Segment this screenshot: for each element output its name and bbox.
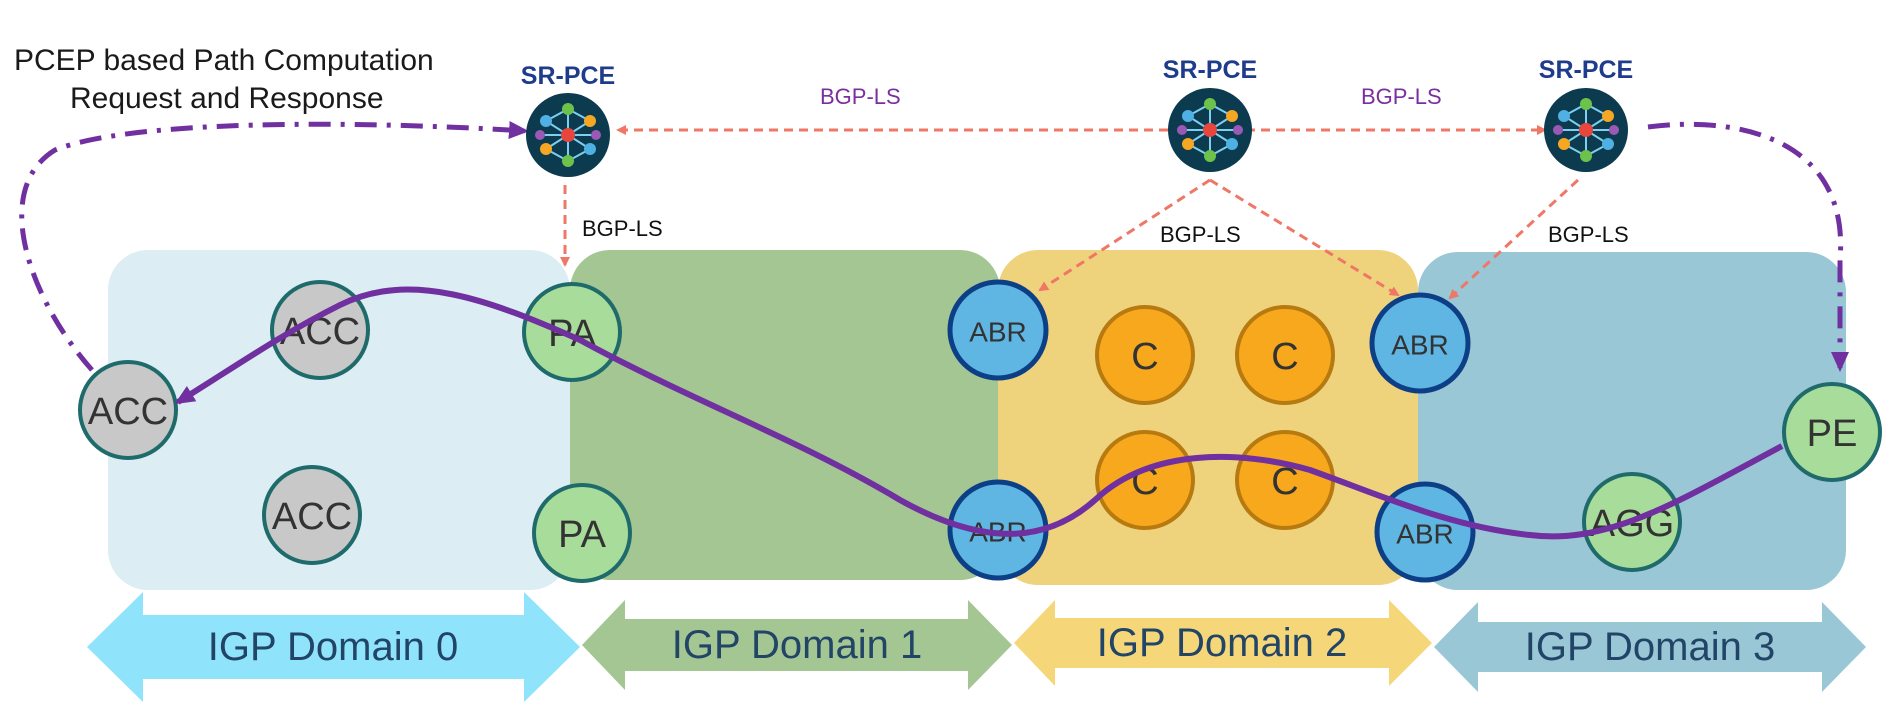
node-label: C bbox=[1131, 336, 1158, 378]
sr-pce-controller-center[interactable]: SR-PCE bbox=[1163, 56, 1257, 172]
bgp-ls-label-pce1-down: BGP-LS bbox=[582, 216, 663, 241]
node-core-4[interactable]: C bbox=[1235, 430, 1335, 530]
domain-2-arrow: IGP Domain 2 bbox=[1014, 600, 1432, 686]
node-abr-d3-top[interactable]: ABR bbox=[1369, 292, 1471, 394]
node-label: PA bbox=[558, 514, 607, 556]
domain-3-label: IGP Domain 3 bbox=[1525, 625, 1776, 669]
bgp-ls-arrows bbox=[560, 125, 1580, 300]
node-label: ACC bbox=[272, 496, 352, 538]
bgp-ls-label-pce2-down: BGP-LS bbox=[1160, 222, 1241, 247]
node-pe[interactable]: PE bbox=[1782, 382, 1882, 482]
network-controller-icon bbox=[526, 93, 610, 177]
node-core-3[interactable]: C bbox=[1095, 430, 1195, 530]
bgp-ls-label-top-left: BGP-LS bbox=[820, 84, 901, 109]
domain-2-label: IGP Domain 2 bbox=[1097, 621, 1348, 665]
sr-pce-controller-right[interactable]: SR-PCE bbox=[1539, 56, 1633, 172]
domain-1-label: IGP Domain 1 bbox=[672, 623, 923, 667]
node-core-1[interactable]: C bbox=[1095, 305, 1195, 405]
sr-pce-label: SR-PCE bbox=[1539, 56, 1633, 84]
bgp-ls-label-top-right: BGP-LS bbox=[1361, 84, 1442, 109]
node-acc-bottom[interactable]: ACC bbox=[262, 465, 362, 565]
node-label: PE bbox=[1807, 413, 1858, 455]
node-label: ABR bbox=[1396, 519, 1454, 550]
pcep-annotation-line2: Request and Response bbox=[70, 82, 384, 115]
network-nodes: ACC ACC ACC PA PA ABR ABR bbox=[78, 279, 1882, 583]
bgp-ls-label-pce3-down: BGP-LS bbox=[1548, 222, 1629, 247]
node-label: C bbox=[1271, 336, 1298, 378]
domain-3-area bbox=[1418, 252, 1846, 590]
node-pa-bottom[interactable]: PA bbox=[532, 483, 632, 583]
sr-pce-label: SR-PCE bbox=[1163, 56, 1257, 84]
pcep-annotation-line1: PCEP based Path Computation bbox=[14, 44, 434, 77]
bgp-ls-arrow-center-to-abr-d1 bbox=[1038, 178, 1211, 292]
computed-path bbox=[174, 286, 1784, 540]
sr-pce-controller-left[interactable]: SR-PCE bbox=[521, 62, 615, 177]
node-abr-d1-top[interactable]: ABR bbox=[947, 279, 1049, 381]
node-label: ABR bbox=[969, 317, 1027, 348]
domain-0-area bbox=[108, 250, 570, 590]
domain-arrows: IGP Domain 0 IGP Domain 1 IGP Domain 2 I… bbox=[87, 592, 1866, 702]
network-controller-icon bbox=[1544, 88, 1628, 172]
node-abr-d3-bottom[interactable]: ABR bbox=[1374, 481, 1476, 583]
pcep-arrows bbox=[19, 121, 1849, 372]
domain-0-label: IGP Domain 0 bbox=[208, 625, 459, 669]
domain-0-arrow: IGP Domain 0 bbox=[87, 592, 580, 702]
node-core-2[interactable]: C bbox=[1235, 305, 1335, 405]
pcep-arrow-left bbox=[19, 121, 529, 372]
domain-2-area bbox=[998, 250, 1418, 585]
node-acc-left[interactable]: ACC bbox=[78, 360, 178, 460]
network-controller-icon bbox=[1168, 88, 1252, 172]
domain-3-arrow: IGP Domain 3 bbox=[1434, 602, 1866, 692]
bgp-ls-arrow-center-to-abr-d3 bbox=[1209, 178, 1400, 297]
node-label: ACC bbox=[88, 391, 168, 433]
sr-pce-label: SR-PCE bbox=[521, 62, 615, 90]
domain-1-arrow: IGP Domain 1 bbox=[582, 600, 1012, 690]
node-pa-top[interactable]: PA bbox=[522, 282, 622, 382]
node-label: ABR bbox=[1391, 330, 1449, 361]
pcep-arrow-right bbox=[1647, 121, 1849, 372]
domain-1-area bbox=[570, 250, 1000, 580]
